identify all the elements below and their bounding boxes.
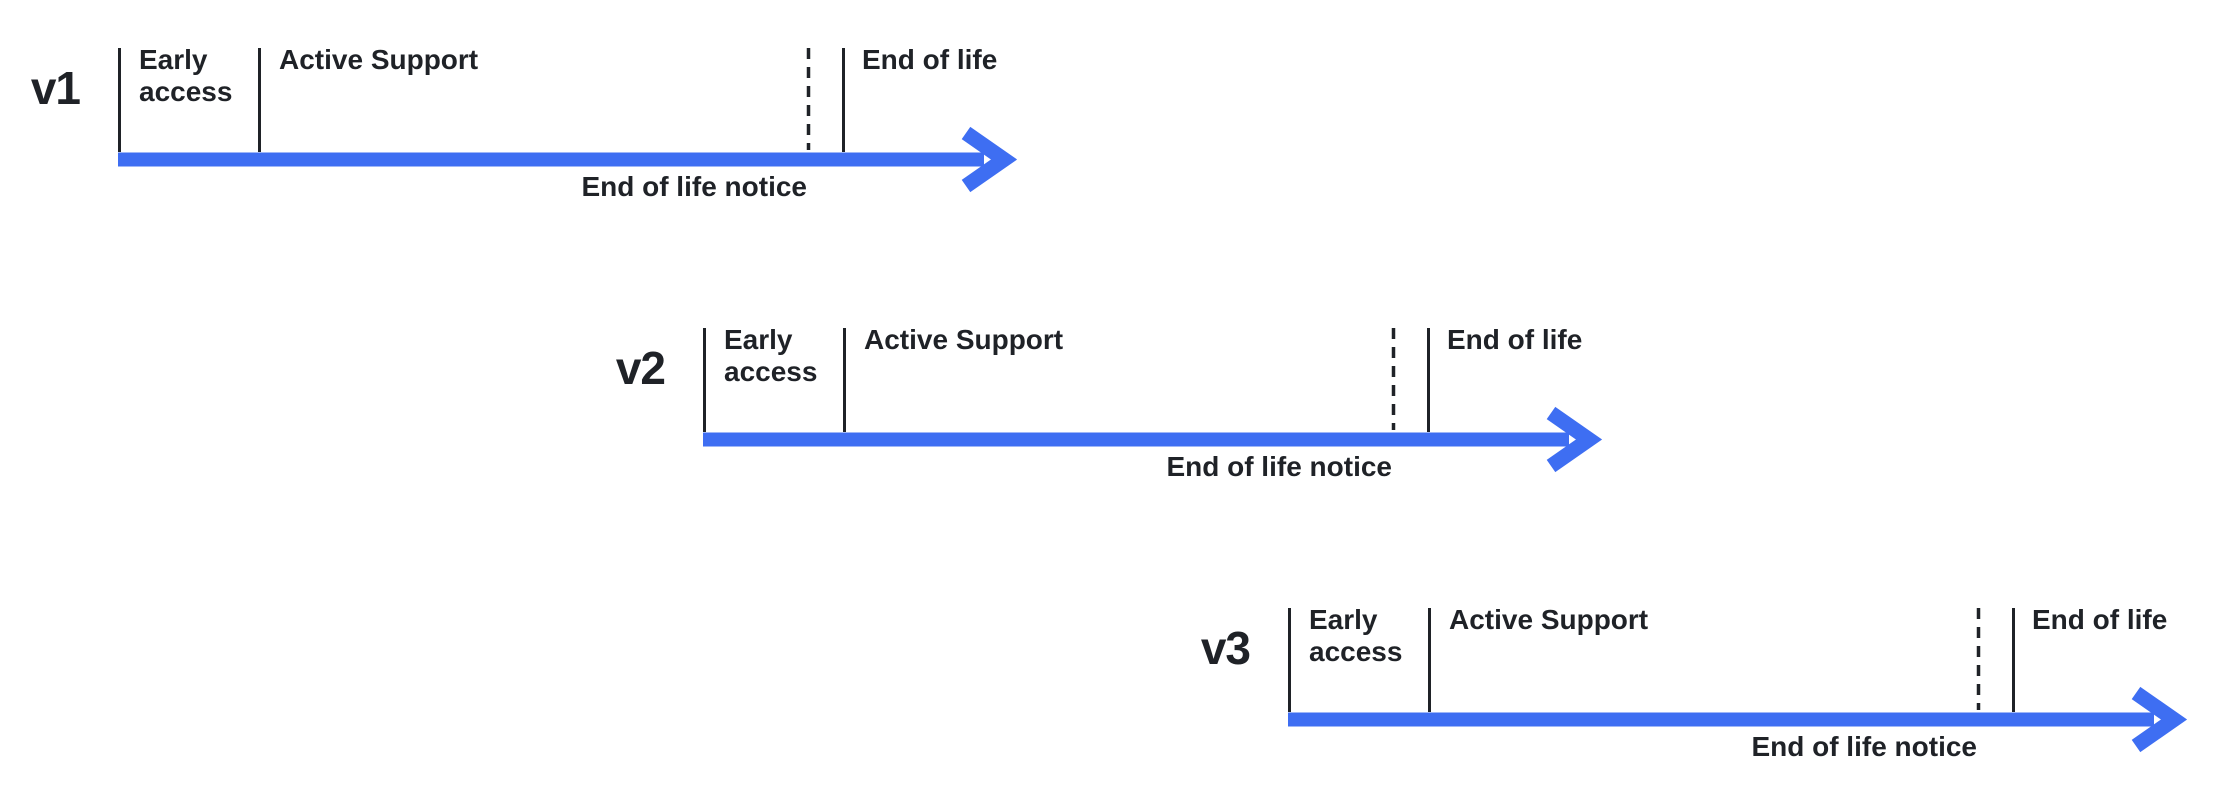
timeline-row: v1 Early access Active Support End of li… <box>0 38 1068 228</box>
timeline-arrow-head <box>1546 406 1603 473</box>
timeline-arrow-graphic <box>1288 608 2188 753</box>
end-of-life-label: End of life <box>1447 324 1583 355</box>
phase-active-support-label: Active Support <box>279 44 479 75</box>
timeline-row: v3 Early access Active Support End of li… <box>1088 598 2228 788</box>
end-of-life-label: End of life <box>862 44 998 75</box>
timeline-row: v2 Early access Active Support End of li… <box>503 318 1653 508</box>
timeline-arrow-graphic <box>118 48 1018 193</box>
eol-notice-label: End of life notice <box>1751 731 1977 762</box>
phase-early-access-label: Early access <box>139 44 233 107</box>
eol-notice-label: End of life notice <box>581 171 807 202</box>
version-label: v3 <box>1200 622 1251 674</box>
phase-early-access-label: Early access <box>1309 604 1403 667</box>
phase-active-support-label: Active Support <box>864 324 1064 355</box>
version-label: v2 <box>615 342 666 394</box>
timeline-arrow-head <box>961 126 1018 193</box>
timeline-arrow-graphic <box>703 328 1603 473</box>
phase-early-access-label: Early access <box>724 324 818 387</box>
version-label: v1 <box>30 62 81 114</box>
phase-active-support-label: Active Support <box>1449 604 1649 635</box>
timeline-arrow-head <box>2131 686 2188 753</box>
end-of-life-label: End of life <box>2032 604 2168 635</box>
eol-notice-label: End of life notice <box>1166 451 1392 482</box>
